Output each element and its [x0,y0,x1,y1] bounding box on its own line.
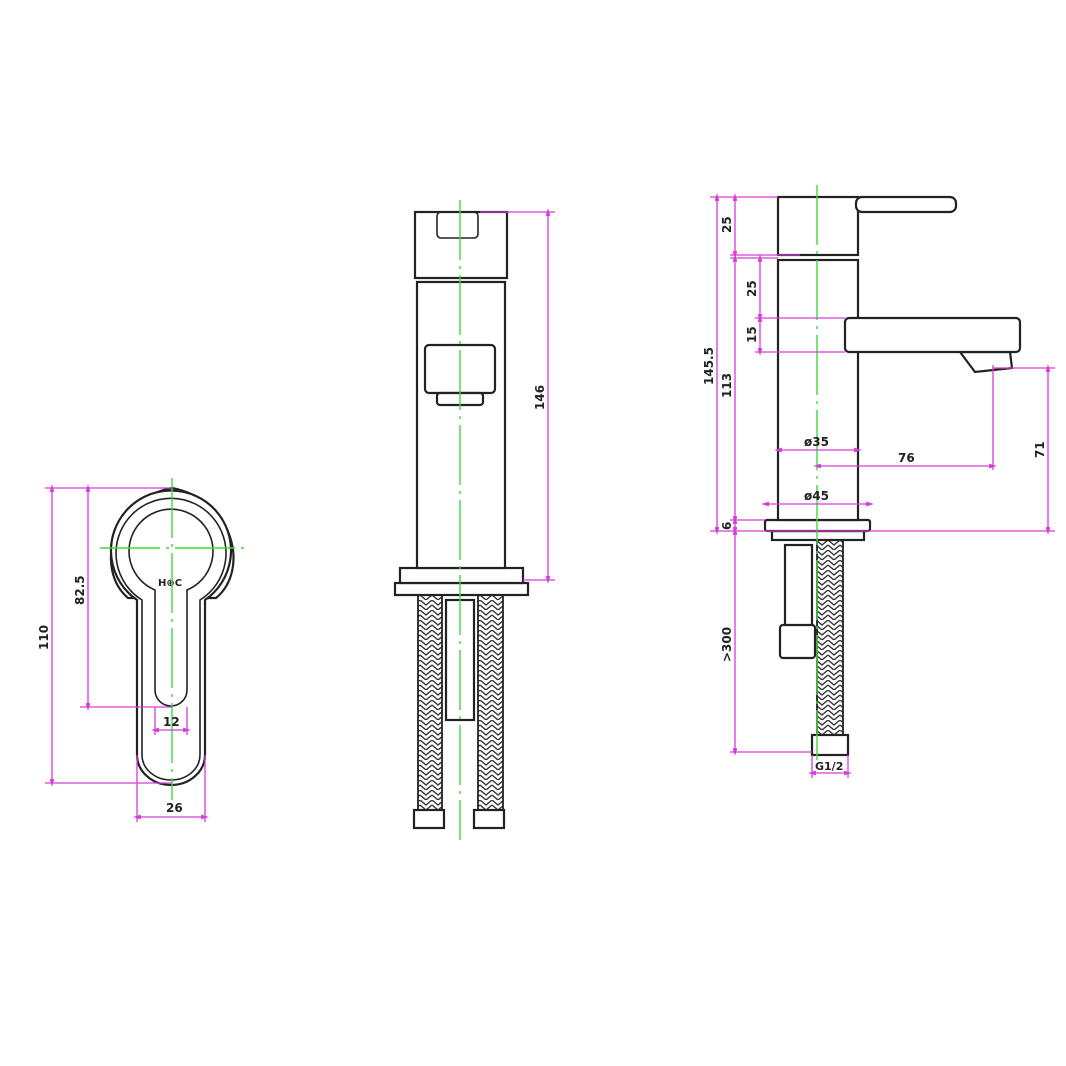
front-view: 146 [393,200,555,840]
dim-6-label: 6 [720,522,734,530]
hot-cold-marking: H⊕C [158,578,182,589]
dim-113-label: 113 [720,373,734,398]
side-view: 145.5 25 113 25 15 6 >300 ø35 76 ø45 71 … [702,185,1055,778]
dim-71-label: 71 [1033,441,1047,458]
dim-110-label: 110 [37,625,51,650]
handle-view: H⊕C 110 82.5 12 26 [37,478,245,822]
dim-76-label: 76 [898,451,915,465]
handle-inner-rim [115,497,227,781]
dim-145-5-label: 145.5 [702,347,716,385]
dim-g1-2-label: G1/2 [815,760,843,773]
dim-146-label: 146 [533,385,547,410]
dim-82-5-label: 82.5 [73,575,87,605]
handle-outline [109,489,233,787]
dim-300-label: >300 [720,627,734,662]
dim-15-label: 15 [745,326,759,343]
dimension-lines [710,196,1055,778]
dim-25-handle-label: 25 [720,216,734,233]
dim-26-label: 26 [166,801,183,815]
dim-d45-label: ø45 [804,489,829,503]
dim-25-spout-label: 25 [745,280,759,297]
dim-d35-label: ø35 [804,435,829,449]
dim-12-label: 12 [163,715,180,729]
